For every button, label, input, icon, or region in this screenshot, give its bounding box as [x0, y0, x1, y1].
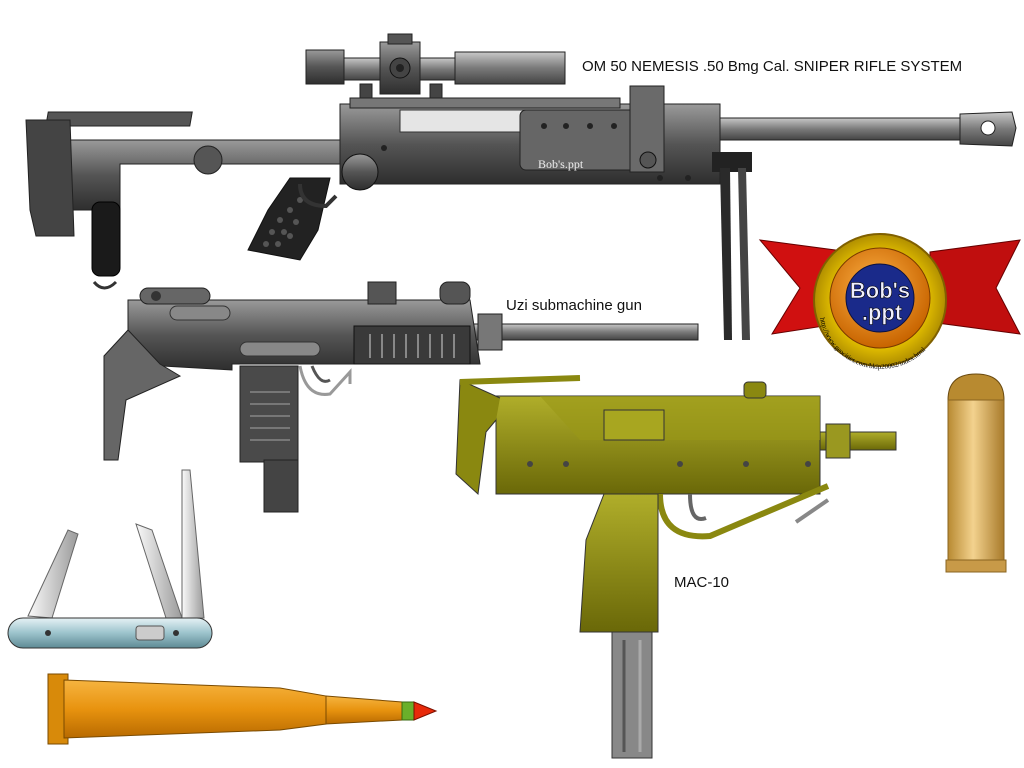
uzi-barrel	[469, 323, 699, 341]
bobs-ppt-badge: Bob's .ppt http://www.geocities.com/bkip…	[758, 233, 1021, 371]
badge-title-line1: Bob's	[850, 278, 910, 303]
knife-blade-right	[181, 469, 205, 619]
rifle-grip	[247, 177, 331, 261]
mac10	[455, 375, 897, 759]
butt-plate	[25, 119, 75, 237]
knife-blade-middle	[135, 523, 183, 619]
pistol-cartridge	[945, 373, 1007, 573]
rifle-scope	[305, 33, 566, 101]
mac10-grip	[579, 493, 659, 633]
knife-blade-left	[27, 529, 79, 619]
knife-handle	[7, 617, 213, 649]
monopod	[91, 201, 121, 277]
mac10-label: MAC-10	[674, 574, 730, 591]
sniper-rifle-label: OM 50 NEMESIS .50 Bmg Cal. SNIPER RIFLE …	[582, 58, 963, 75]
pocket-knife	[7, 469, 213, 649]
uzi	[103, 281, 699, 513]
mac10-stock	[455, 379, 501, 496]
sniper-rifle: Bob's.ppt	[25, 33, 1017, 340]
bipod	[712, 152, 752, 340]
mac10-magazine	[611, 631, 653, 759]
uzi-stock	[103, 329, 182, 461]
uzi-magazine	[263, 459, 299, 513]
rifle-cartridge	[47, 673, 438, 745]
bolt-knob	[341, 153, 379, 191]
uzi-label: Uzi submachine gun	[506, 297, 642, 314]
uzi-grip	[239, 365, 299, 463]
badge-title-line2: .ppt	[862, 300, 903, 325]
rifle-stamp: Bob's.ppt	[538, 157, 584, 171]
ribbon-right	[929, 239, 1021, 335]
